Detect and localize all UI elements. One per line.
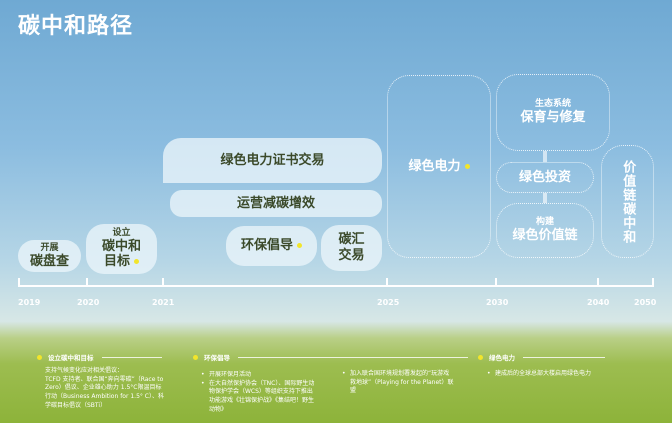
label: 环保倡导 <box>240 238 293 254</box>
timeline-axis <box>18 285 654 287</box>
list-item: 开展环保月活动 <box>201 371 317 380</box>
label: 绿色电力证书交易 <box>220 152 325 168</box>
label: 绿色价值链 <box>512 228 578 244</box>
section-heading: 绿色电力 <box>489 354 515 362</box>
milestone-ecosystem: 生态系统 保育与修复 <box>496 74 610 151</box>
page-title: 碳中和路径 <box>18 14 134 39</box>
milestone-vc-neutral: 价值链碳中和 <box>601 145 654 258</box>
divider <box>238 356 468 358</box>
section-heading: 环保倡导 <box>204 354 230 362</box>
label: 碳盘查 <box>29 253 69 269</box>
label: 价值链碳中和 <box>620 159 636 244</box>
list-item: 在大自然保护协会（TNC）、国际野生动物保护学会（WCS）等组织支持下推出功能游… <box>201 380 317 415</box>
label: 设立 <box>112 228 131 238</box>
label: 构建 <box>535 217 554 228</box>
year-label: 2030 <box>486 298 509 307</box>
label: 开展 <box>40 242 59 253</box>
divider <box>523 356 605 358</box>
milestone-value-chain: 构建 绿色价值链 <box>496 203 594 258</box>
label: 保育与修复 <box>520 110 586 126</box>
milestone-ops-reduction: 运营减碳增效 <box>170 190 382 217</box>
advocacy-list-2: 加入联合国环境规划署发起的“玩游戏救地球”（Playing for the Pl… <box>342 370 454 396</box>
tick <box>18 278 20 287</box>
dot-icon <box>37 354 42 360</box>
label: 运营减碳增效 <box>236 195 315 211</box>
tick <box>652 278 654 287</box>
tick <box>86 278 88 287</box>
tick <box>495 278 497 287</box>
year-label: 2020 <box>77 298 100 307</box>
target-body: 支持气候变化应对相关倡议： TCFD 支持者、联合国“奔向零碳”（Race to… <box>45 367 167 410</box>
dot-icon <box>464 163 470 169</box>
year-label: 2050 <box>634 298 657 307</box>
label: 绿色电力 <box>408 158 461 174</box>
label: 绿色投资 <box>518 169 571 185</box>
section-heading: 设立碳中和目标 <box>48 354 94 362</box>
year-label: 2021 <box>152 298 175 307</box>
tick <box>162 278 164 287</box>
connector <box>543 151 547 162</box>
label: 目标 <box>103 254 130 270</box>
milestone-carbon-sink: 碳汇 交易 <box>321 225 382 271</box>
dot-icon <box>478 354 483 360</box>
label: 碳中和 <box>101 238 141 254</box>
tick <box>386 278 388 287</box>
year-label: 2019 <box>18 298 41 307</box>
text: TCFD 支持者、联合国“奔向零碳”（Race to Zero）倡议、企业雄心助… <box>45 375 164 409</box>
dot-icon <box>297 243 302 249</box>
tick <box>597 278 599 287</box>
label: 碳汇 <box>338 232 365 248</box>
milestone-green-invest: 绿色投资 <box>496 162 594 193</box>
milestone-set-target: 设立 碳中和 目标 <box>86 224 157 274</box>
milestone-green-power: 绿色电力 <box>387 75 491 258</box>
dot-icon <box>193 354 198 360</box>
advocacy-list: 开展环保月活动 在大自然保护协会（TNC）、国际野生动物保护学会（WCS）等组织… <box>201 371 317 414</box>
list-item: 建成后的全球总部大楼启用绿色电力 <box>487 370 637 379</box>
milestone-green-cert: 绿色电力证书交易 <box>163 138 382 183</box>
text: 支持气候变化应对相关倡议： <box>45 367 124 374</box>
section-target: 设立碳中和目标 <box>37 352 162 362</box>
divider <box>101 356 162 358</box>
label: 交易 <box>338 248 365 263</box>
power-list: 建成后的全球总部大楼启用绿色电力 <box>487 370 637 379</box>
list-item: 加入联合国环境规划署发起的“玩游戏救地球”（Playing for the Pl… <box>342 370 454 396</box>
section-power: 绿色电力 <box>478 352 605 362</box>
label: 生态系统 <box>534 99 571 110</box>
year-label: 2025 <box>377 298 400 307</box>
milestone-env-advocacy: 环保倡导 <box>226 226 317 266</box>
year-label: 2040 <box>587 298 610 307</box>
dot-icon <box>134 259 139 265</box>
connector <box>543 193 547 203</box>
section-advocacy: 环保倡导 <box>193 352 468 362</box>
milestone-carbon-inventory: 开展 碳盘查 <box>18 240 81 272</box>
